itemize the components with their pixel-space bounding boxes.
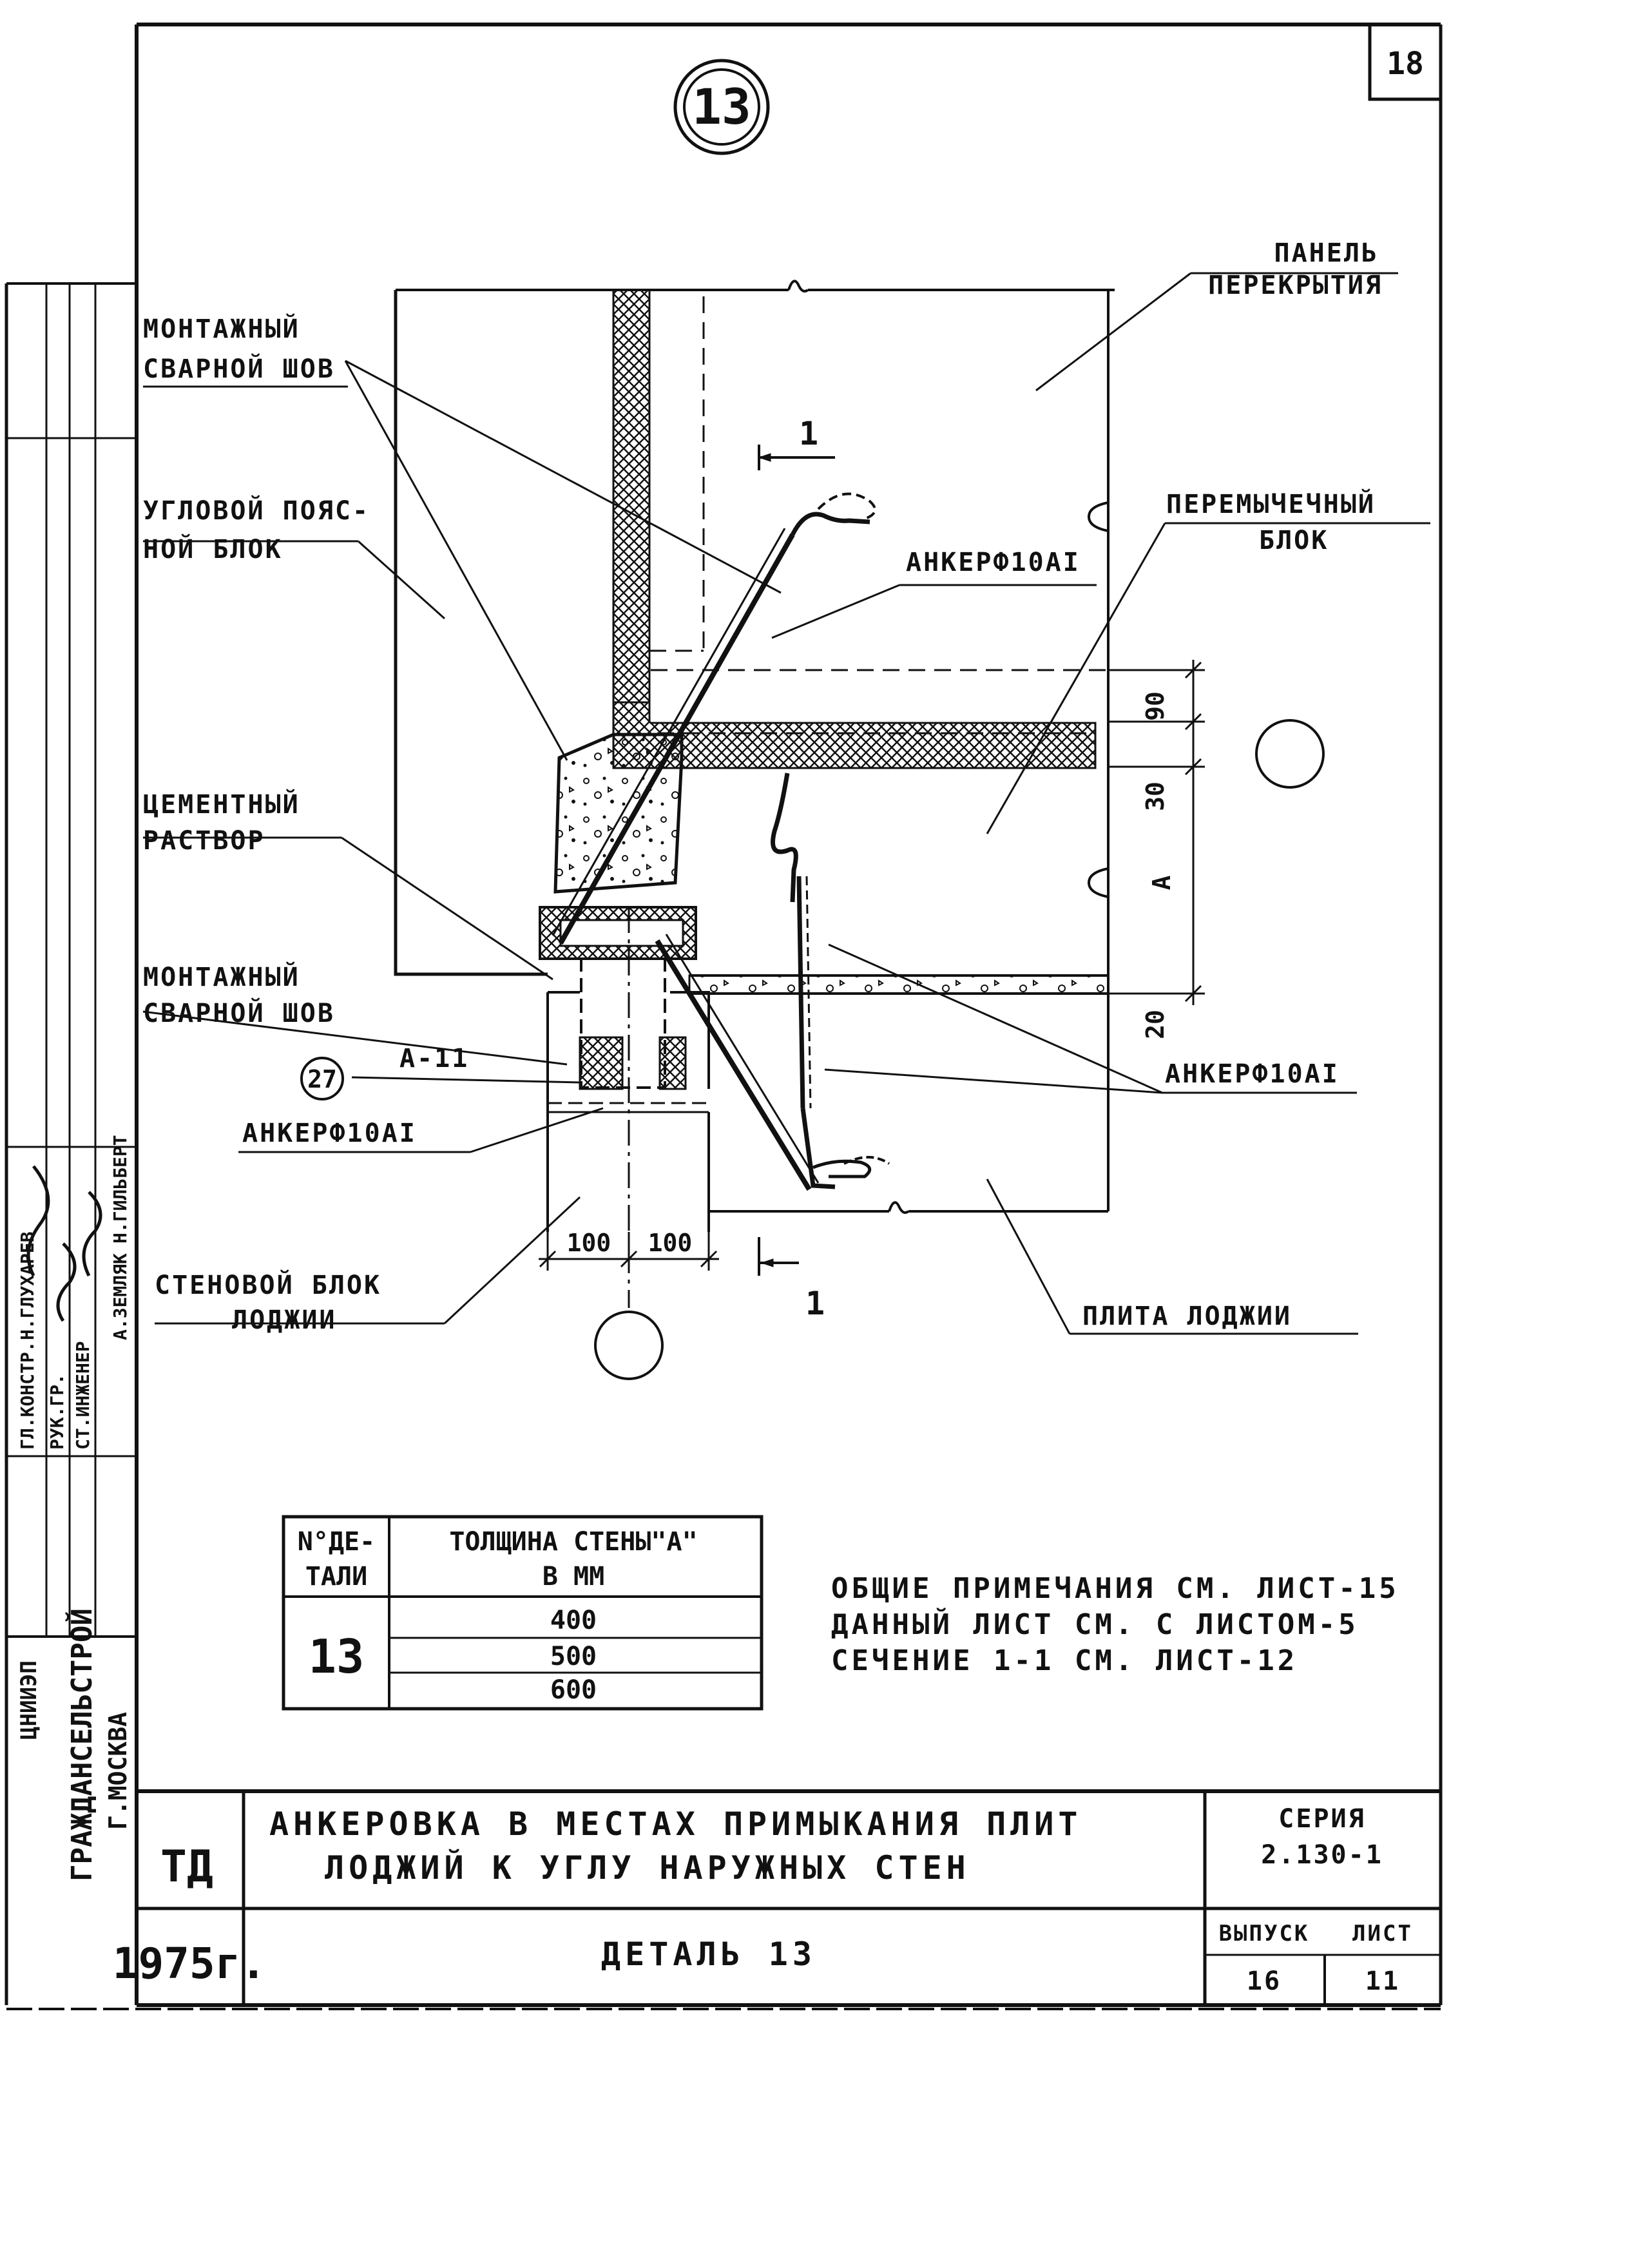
section-mark-upper [758, 445, 835, 470]
dim-90: 90 [1141, 691, 1169, 721]
label-cement-mortar: ЦЕМЕНТНЫЙ [143, 789, 300, 820]
dimension-chain-right [1109, 660, 1205, 1005]
dim-100-left: 100 [567, 1229, 611, 1257]
stamp-institute: ЦНИИЭП [16, 1660, 42, 1740]
detail-marker: 13 [673, 59, 770, 155]
label-loggia-slab: ПЛИТА ЛОДЖИИ [1082, 1302, 1292, 1331]
stamp-name-3: Н.ГИЛЬБЕРТ [110, 1135, 131, 1244]
labels: МОНТАЖНЫЙ СВАРНОЙ ШОВ УГЛОВОЙ ПОЯС- НОЙ … [143, 238, 1383, 1335]
label-section-mark-lower: 1 [805, 1285, 827, 1322]
section-mark-lower [758, 1237, 799, 1276]
label-floor-panel: ПАНЕЛЬ [1274, 238, 1379, 268]
sheet-number-box: 18 [1368, 24, 1441, 101]
label-corner-belt-block-line2: НОЙ БЛОК [143, 533, 283, 564]
dimensions: 90 30 А 20 100 100 [567, 691, 1176, 1257]
label-welded-seam-2-line2: СВАРНОЙ ШОВ [143, 997, 335, 1028]
leader-lines [142, 272, 1430, 1335]
stamp-role-2: РУК.ГР. [46, 1374, 68, 1450]
title-detail: ДЕТАЛЬ 13 [601, 1936, 816, 1973]
title-issue-label: ВЫПУСК [1219, 1921, 1310, 1946]
label-corner-belt-block: УГЛОВОЙ ПОЯС- [143, 495, 370, 526]
title-line-1: АНКЕРОВКА В МЕСТАХ ПРИМЫКАНИЯ ПЛИТ [269, 1805, 1082, 1843]
title-td: ТД [160, 1841, 213, 1892]
label-a11: А-11 [399, 1044, 469, 1073]
table-header-detail-no: N°ДЕ- [298, 1527, 375, 1557]
dim-100-right: 100 [648, 1229, 693, 1257]
stamp-role-3: СТ.ИНЖЕНЕР [72, 1341, 93, 1450]
side-stamp: ГЛ.КОНСТР. Н.ГЛУХАРЕВ РУК.ГР. А.ЗЕМЛЯК С… [5, 282, 137, 2005]
label-anchor-right: АНКЕРФ10АI [1165, 1059, 1340, 1089]
callout-27: 27 [300, 1057, 344, 1100]
label-anchor-left: АНКЕРФ10АI [242, 1119, 417, 1148]
title-block: ТД 1975г. АНКЕРОВКА В МЕСТАХ ПРИМЫКАНИЯ … [113, 1789, 1441, 2005]
stamp-organization: ГРАЖДАНСЕЛЬСТРОЙ [64, 1608, 99, 1881]
table-detail-number: 13 [309, 1629, 365, 1684]
structural-drawing [394, 280, 1325, 1380]
grid-axis-circle-right [1255, 719, 1325, 789]
label-floor-panel-line2: ПЕРЕКРЫТИЯ [1208, 271, 1383, 300]
dim-30: 30 [1141, 782, 1169, 811]
table-header-thickness-unit: В ММ [543, 1562, 604, 1591]
grid-axis-circle-bottom [594, 1311, 664, 1380]
sheet-frame [6, 23, 1443, 2010]
table-thickness-600: 600 [550, 1675, 597, 1705]
stamp-city: Г.МОСКВА [104, 1712, 132, 1830]
label-welded-seam-1: МОНТАЖНЫЙ [143, 313, 300, 344]
label-welded-seam-1-line2: СВАРНОЙ ШОВ [143, 353, 335, 384]
table-thickness-500: 500 [550, 1642, 597, 1671]
stamp-role-1: ГЛ.КОНСТР. [17, 1341, 38, 1450]
label-loggia-wall-block: СТЕНОВОЙ БЛОК [155, 1269, 381, 1300]
label-lintel-block: ПЕРЕМЫЧЕЧНЫЙ [1166, 488, 1376, 519]
title-series-label: СЕРИЯ [1278, 1804, 1365, 1834]
label-welded-seam-2: МОНТАЖНЫЙ [143, 961, 300, 992]
dim-a: А [1148, 875, 1176, 890]
sheet-number: 18 [1387, 46, 1424, 82]
label-anchor-top: АНКЕРФ10АI [906, 548, 1081, 577]
title-line-2: ЛОДЖИЙ К УГЛУ НАРУЖНЫХ СТЕН [325, 1849, 970, 1887]
note-3: СЕЧЕНИЕ 1-1 СМ. ЛИСТ-12 [831, 1644, 1298, 1677]
label-lintel-block-line2: БЛОК [1259, 526, 1329, 555]
note-1: ОБЩИЕ ПРИМЕЧАНИЯ СМ. ЛИСТ-15 [831, 1572, 1399, 1605]
title-sheet-label: ЛИСТ [1352, 1921, 1413, 1946]
title-issue-value: 16 [1247, 1966, 1282, 1996]
thickness-table: N°ДЕ- ТАЛИ ТОЛЩИНА СТЕНЫ"А" В ММ 13 400 … [282, 1515, 764, 1711]
signature-scribbles [26, 1165, 102, 1322]
stamp-name-2: А.ЗЕМЛЯК [110, 1253, 131, 1340]
label-section-mark-upper: 1 [799, 415, 820, 452]
dim-20: 20 [1141, 1010, 1169, 1039]
label-loggia-wall-block-line2: ЛОДЖИИ [232, 1305, 337, 1335]
svg-text:27: 27 [307, 1065, 337, 1093]
title-sheet-value: 11 [1365, 1966, 1400, 1996]
table-thickness-400: 400 [550, 1606, 597, 1635]
table-header-detail-no-line2: ТАЛИ [305, 1562, 367, 1591]
dimension-chain-bottom [539, 1232, 719, 1271]
note-2: ДАННЫЙ ЛИСТ СМ. С ЛИСТОМ-5 [831, 1607, 1359, 1641]
title-year: 1975г. [113, 1939, 266, 1988]
title-series-value: 2.130-1 [1261, 1840, 1383, 1870]
label-cement-mortar-line2: РАСТВОР [143, 826, 265, 856]
detail-marker-number: 13 [692, 78, 751, 135]
notes: ОБЩИЕ ПРИМЕЧАНИЯ СМ. ЛИСТ-15 ДАННЫЙ ЛИСТ… [831, 1572, 1399, 1677]
table-header-thickness: ТОЛЩИНА СТЕНЫ"А" [449, 1527, 697, 1557]
